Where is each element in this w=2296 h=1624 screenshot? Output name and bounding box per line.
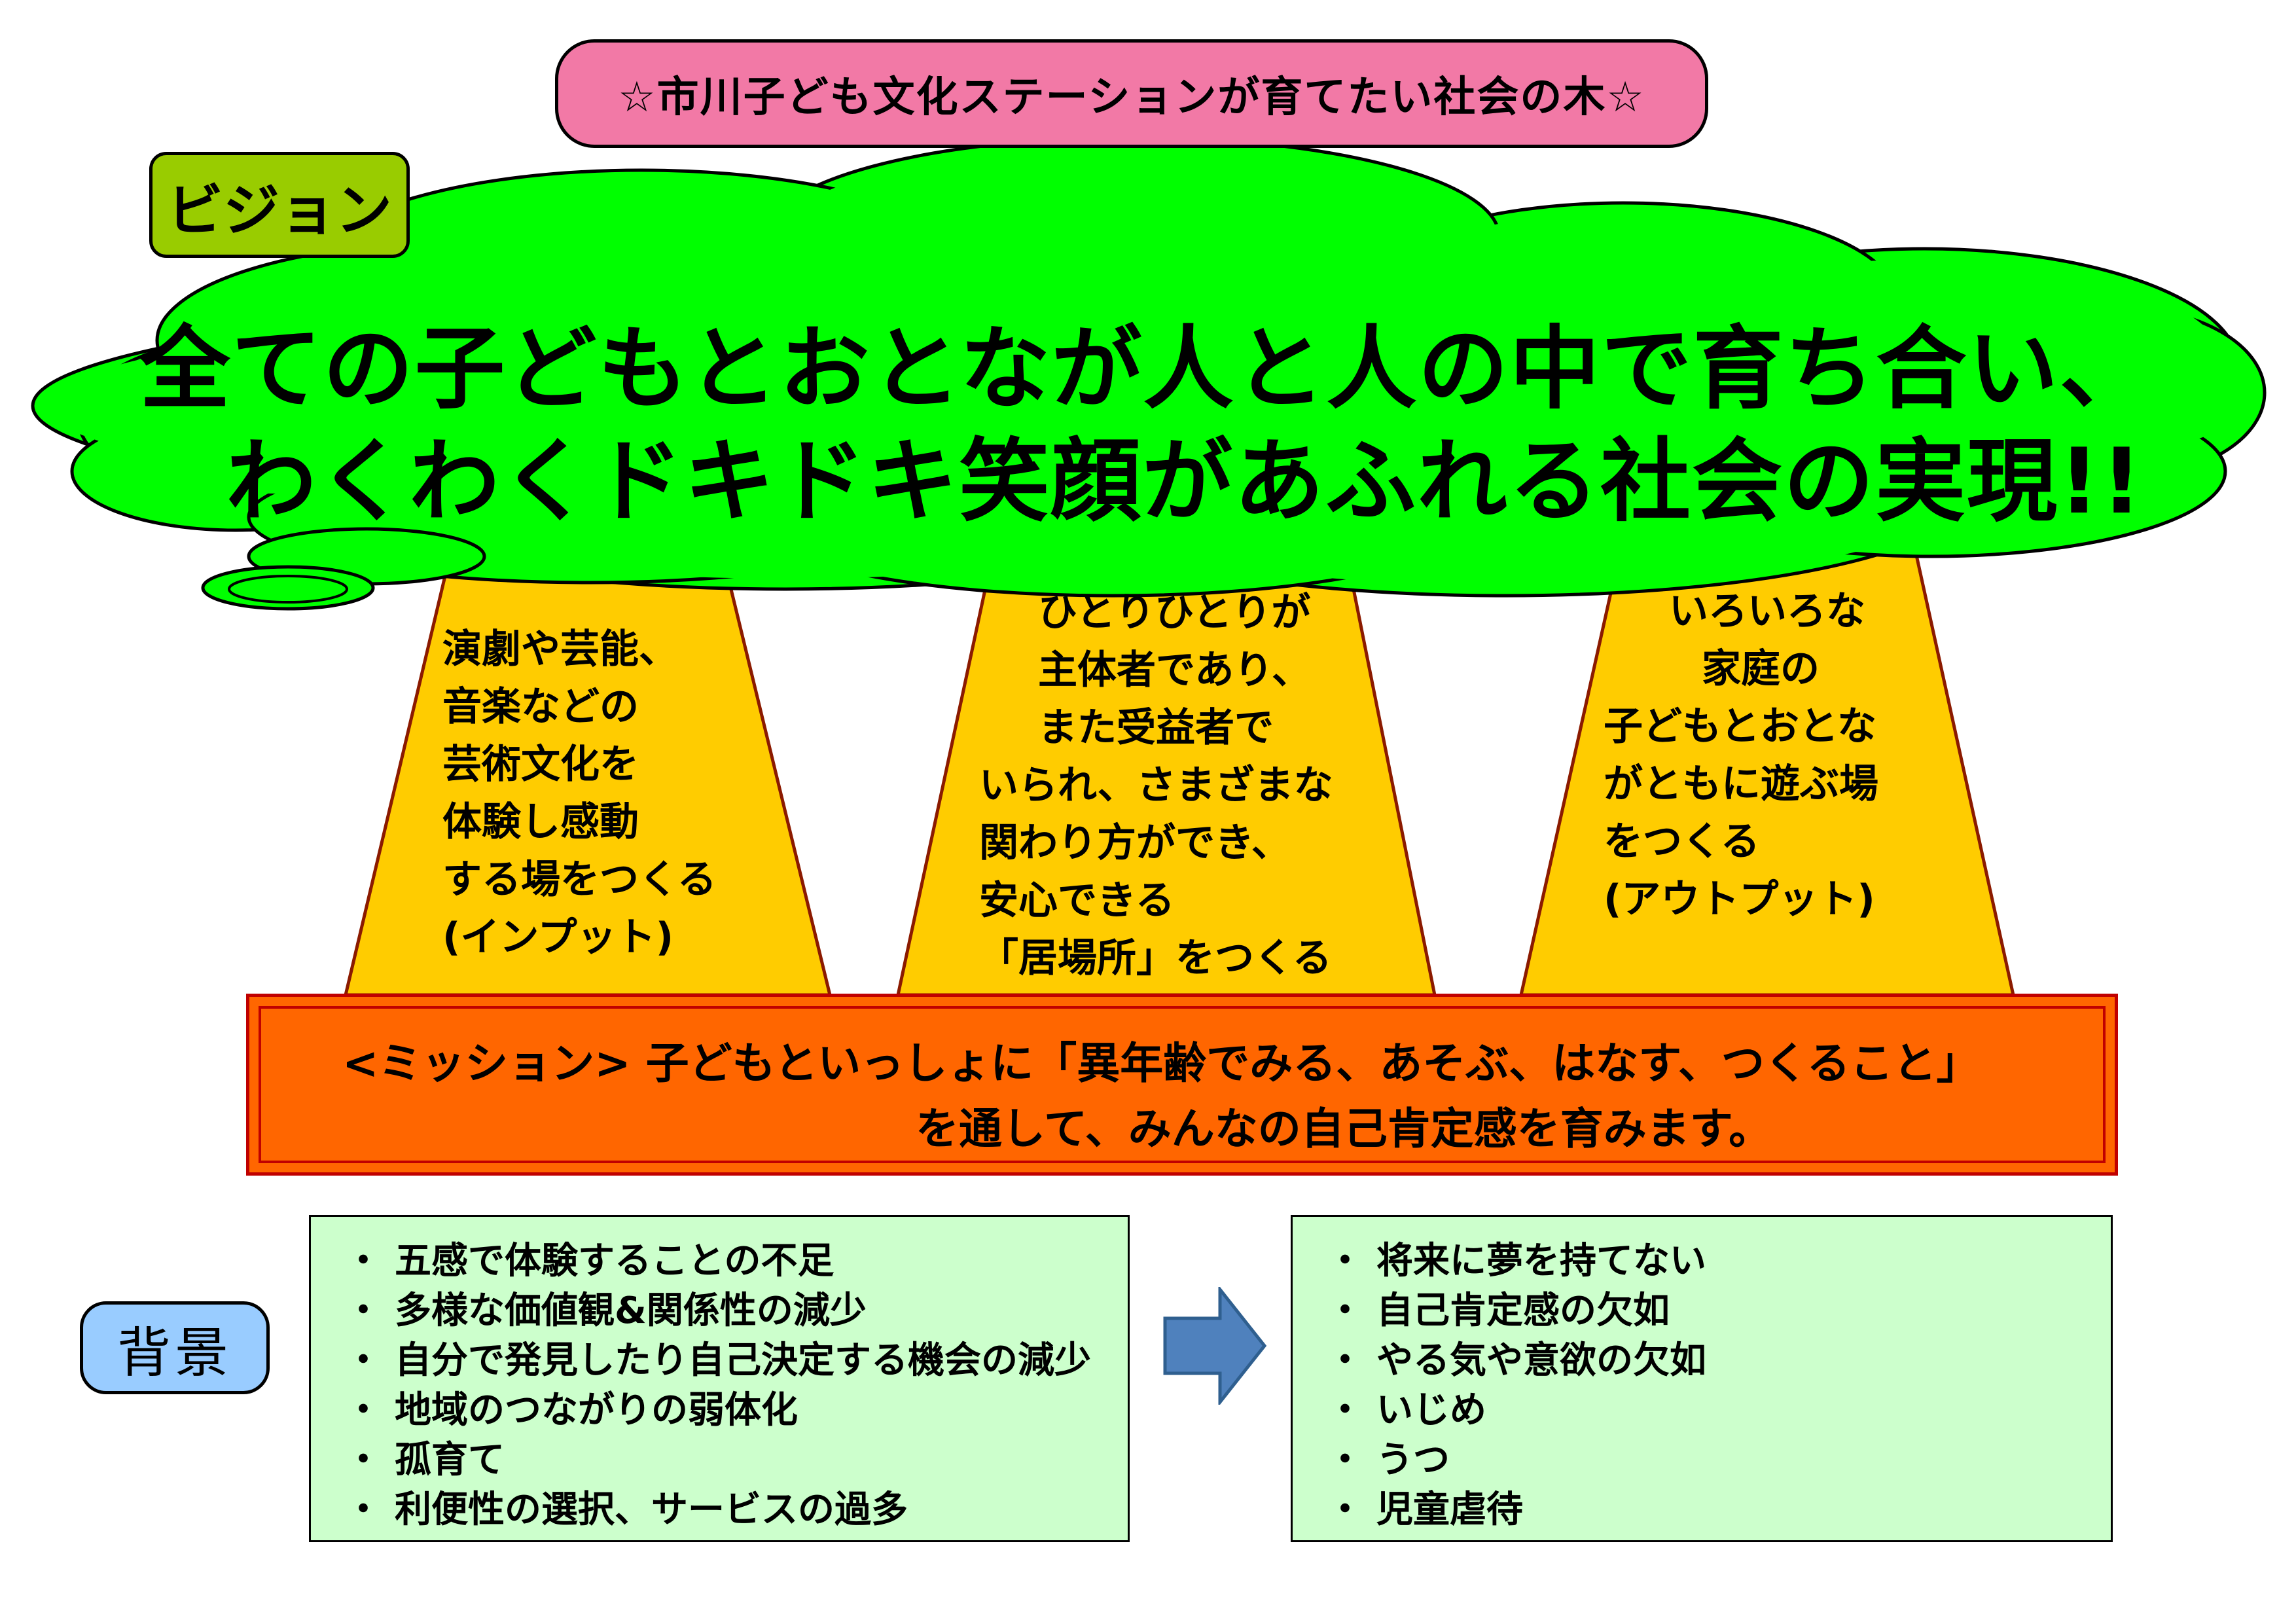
list-item: ・多様な価値観&関係性の減少 bbox=[337, 1286, 1128, 1336]
bullet-dot: ・ bbox=[345, 1389, 382, 1432]
list-item: ・自己肯定感の欠如 bbox=[1319, 1286, 2111, 1336]
list-item-text: 自分で発見したり自己決定する機会の減少 bbox=[395, 1339, 1091, 1382]
list-item: ・孤育て bbox=[337, 1435, 1128, 1485]
vision-label: ビジョン bbox=[149, 152, 410, 258]
page-title: ☆市川子ども文化ステーションが育てたい社会の木☆ bbox=[555, 39, 1708, 148]
trunk-right-line: いろいろな bbox=[1669, 588, 1865, 634]
trunk-center-line: また受益者で bbox=[1038, 705, 1274, 751]
bullet-dot: ・ bbox=[1327, 1339, 1363, 1382]
trunk-left-line: する場をつくる bbox=[442, 857, 717, 903]
list-item: ・利便性の選択、サービスの過多 bbox=[337, 1485, 1128, 1535]
trunk-center-line: 「居場所」をつくる bbox=[979, 935, 1332, 981]
trunk-center-line: 安心できる bbox=[979, 878, 1175, 924]
list-item-text: 五感で体験することの不足 bbox=[395, 1240, 834, 1282]
trunk-center-line: いられ、さまざまな bbox=[979, 763, 1333, 808]
list-item-text: 将来に夢を持てない bbox=[1376, 1240, 1706, 1282]
list-item-text: 利便性の選択、サービスの過多 bbox=[395, 1489, 908, 1531]
trunk-center-line: 主体者であり、 bbox=[1038, 647, 1311, 693]
list-item-text: うつ bbox=[1376, 1439, 1450, 1481]
vision-statement: 全ての子どもとおとなが人と人の中で育ち合い、 わくわくドキドキ笑顔があふれる社会… bbox=[118, 313, 2173, 538]
list-item: ・自分で発見したり自己決定する機会の減少 bbox=[337, 1336, 1128, 1386]
trunk-right-line: をつくる bbox=[1604, 819, 1760, 865]
bullet-dot: ・ bbox=[1327, 1439, 1363, 1481]
trunk-right-line: がともに遊ぶ場 bbox=[1604, 761, 1878, 807]
list-item-text: いじめ bbox=[1376, 1389, 1486, 1432]
bullet-dot: ・ bbox=[1327, 1290, 1363, 1332]
mission-line-2: を通して、みんなの自己肯定感を育みます。 bbox=[916, 1104, 1772, 1154]
vision-line-1: 全ての子どもとおとなが人と人の中で育ち合い、 bbox=[139, 316, 2151, 422]
list-item: ・児童虐待 bbox=[1319, 1485, 2111, 1535]
right-arrow-icon bbox=[1163, 1287, 1267, 1405]
trunk-left-text: 演劇や芸能、 音楽などの 芸術文化を 体験し感動 する場をつくる (インプット) bbox=[442, 621, 809, 966]
list-item: ・将来に夢を持てない bbox=[1319, 1236, 2111, 1286]
mission-line-1: <ミッション> 子どもといっしょに「異年齢でみる、あそぶ、はなす、つくること」 bbox=[342, 1038, 1980, 1089]
list-item: ・いじめ bbox=[1319, 1386, 2111, 1435]
causes-list-box: ・五感で体験することの不足 ・多様な価値観&関係性の減少 ・自分で発見したり自己… bbox=[309, 1215, 1130, 1542]
bullet-dot: ・ bbox=[1327, 1240, 1363, 1282]
background-label: 背景 bbox=[80, 1301, 270, 1394]
list-item-text: 自己肯定感の欠如 bbox=[1376, 1290, 1670, 1332]
trunk-right-text: いろいろな 家庭の 子どもとおとな がともに遊ぶ場 をつくる (アウトプット) bbox=[1604, 583, 1970, 928]
trunk-left-line: 芸術文化を bbox=[442, 742, 639, 787]
trunk-left-line: (インプット) bbox=[442, 914, 674, 960]
mission-inner: <ミッション> 子どもといっしょに「異年齢でみる、あそぶ、はなす、つくること」 … bbox=[259, 1006, 2106, 1163]
trunk-left-line: 音楽などの bbox=[442, 684, 639, 730]
list-item-text: 児童虐待 bbox=[1376, 1489, 1523, 1531]
list-item-text: 多様な価値観&関係性の減少 bbox=[395, 1290, 867, 1332]
bullet-dot: ・ bbox=[345, 1439, 382, 1481]
trunk-right-line: 家庭の bbox=[1702, 646, 1820, 692]
list-item: ・五感で体験することの不足 bbox=[337, 1236, 1128, 1286]
list-item-text: やる気や意欲の欠如 bbox=[1376, 1339, 1706, 1382]
vision-line-2: わくわくドキドキ笑顔があふれる社会の実現!! bbox=[226, 429, 2144, 534]
list-item: ・地域のつながりの弱体化 bbox=[337, 1386, 1128, 1435]
bullet-dot: ・ bbox=[1327, 1489, 1363, 1531]
bullet-dot: ・ bbox=[345, 1489, 382, 1531]
effects-list-box: ・将来に夢を持てない ・自己肯定感の欠如 ・やる気や意欲の欠如 ・いじめ ・うつ… bbox=[1291, 1215, 2113, 1542]
bullet-dot: ・ bbox=[345, 1339, 382, 1382]
trunk-center-line: ひとりひとりが bbox=[1038, 590, 1311, 636]
canopy-tail-3 bbox=[228, 575, 348, 604]
list-item: ・うつ bbox=[1319, 1435, 2111, 1485]
causes-list: ・五感で体験することの不足 ・多様な価値観&関係性の減少 ・自分で発見したり自己… bbox=[337, 1236, 1128, 1535]
list-item-text: 地域のつながりの弱体化 bbox=[395, 1389, 798, 1432]
trunk-center-line: 関わり方ができ、 bbox=[979, 820, 1291, 866]
trunk-left-line: 体験し感動 bbox=[442, 799, 639, 845]
mission-box: <ミッション> 子どもといっしょに「異年齢でみる、あそぶ、はなす、つくること」 … bbox=[246, 994, 2118, 1176]
bullet-dot: ・ bbox=[345, 1290, 382, 1332]
trunk-center-text: ひとりひとりが 主体者であり、 また受益者で いられ、さまざまな 関わり方ができ… bbox=[979, 584, 1385, 987]
list-item: ・やる気や意欲の欠如 bbox=[1319, 1336, 2111, 1386]
trunk-right-line: 子どもとおとな bbox=[1604, 704, 1876, 749]
trunk-left-line: 演劇や芸能、 bbox=[442, 626, 678, 672]
effects-list: ・将来に夢を持てない ・自己肯定感の欠如 ・やる気や意欲の欠如 ・いじめ ・うつ… bbox=[1319, 1236, 2111, 1535]
trunk-right-line: (アウトプット) bbox=[1604, 876, 1875, 922]
list-item-text: 孤育て bbox=[395, 1439, 505, 1481]
bullet-dot: ・ bbox=[1327, 1389, 1363, 1432]
bullet-dot: ・ bbox=[345, 1240, 382, 1282]
